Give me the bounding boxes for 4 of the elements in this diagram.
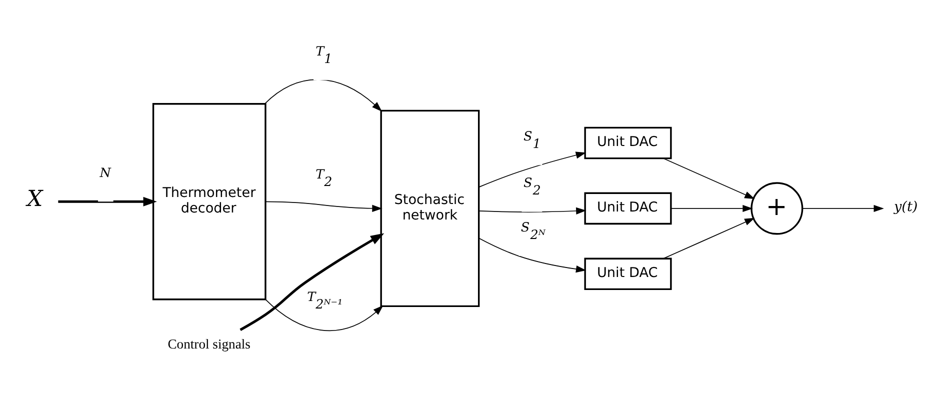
node-text: X	[27, 186, 43, 212]
edge-label: N	[100, 166, 111, 180]
node-text: Control signals	[168, 336, 250, 352]
node-text: y(t)	[894, 198, 918, 214]
